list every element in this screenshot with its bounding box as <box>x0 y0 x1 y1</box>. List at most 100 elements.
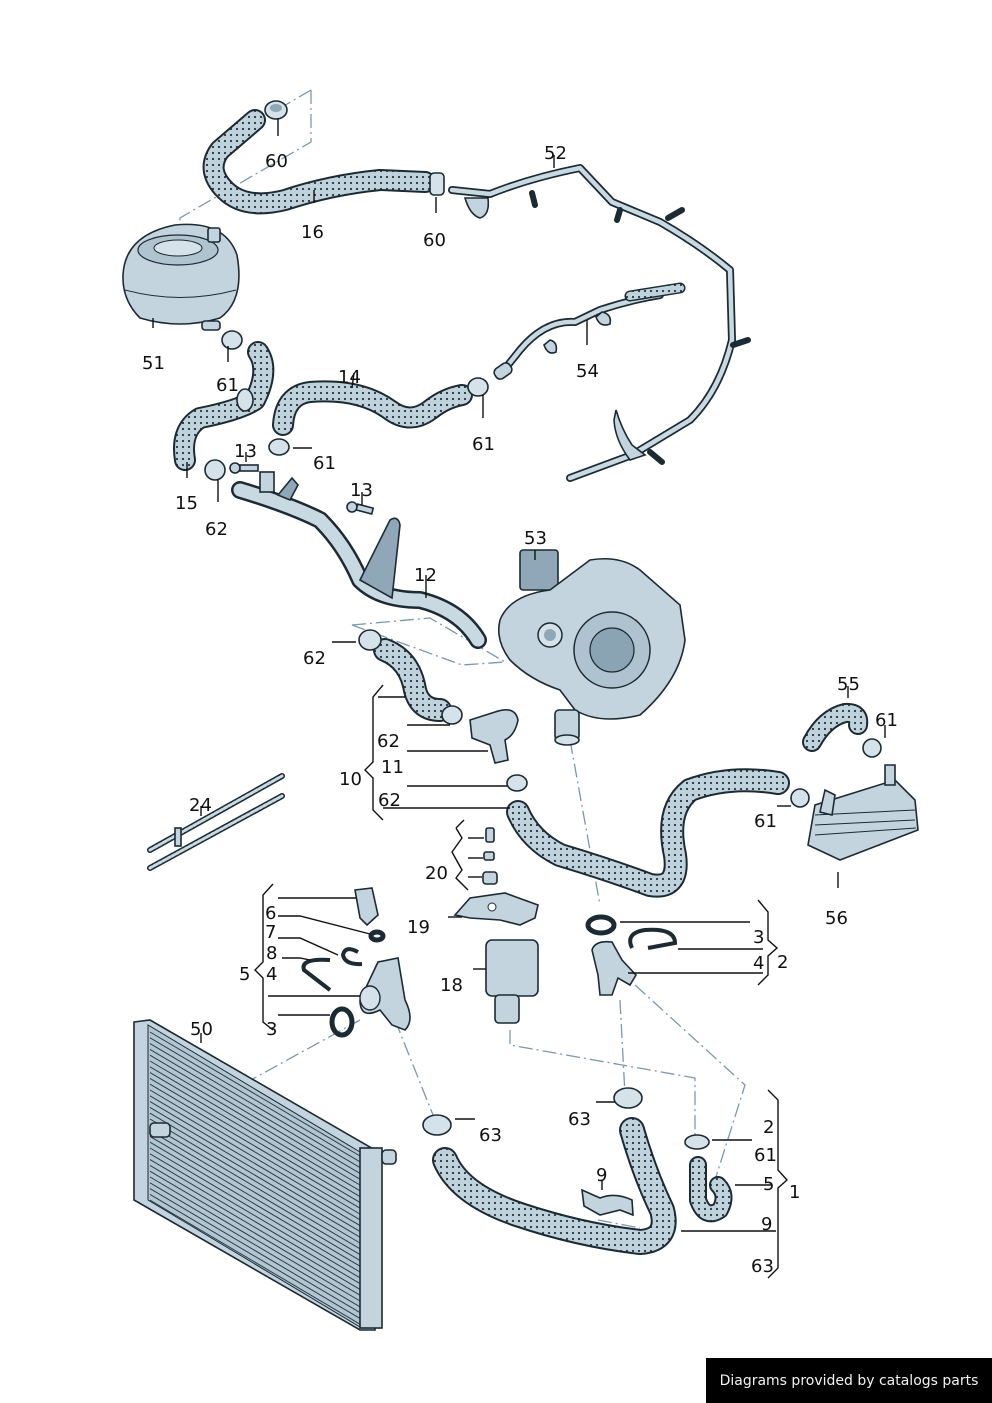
callout-61: 61 <box>313 453 336 474</box>
hose-clamp-61-bottom <box>684 1134 710 1150</box>
callout-61: 61 <box>472 434 495 455</box>
radiator-fin <box>149 1101 361 1227</box>
callout-14: 14 <box>338 367 361 388</box>
radiator-fin <box>149 1060 361 1186</box>
radiator-fin <box>149 1112 361 1238</box>
radiator-fin <box>149 1176 361 1302</box>
coolant-pipe-52 <box>448 164 751 482</box>
callout-63: 63 <box>751 1256 774 1277</box>
hose-clamp-61-hose14-left <box>268 438 290 456</box>
coolant-pipe-12 <box>231 471 487 649</box>
hose-clamp-61-hose14-right <box>467 377 489 397</box>
radiator-fin <box>149 1048 361 1174</box>
radiator-fin <box>149 1095 361 1221</box>
connector-2 <box>591 940 637 996</box>
radiator-fin <box>149 1153 361 1279</box>
connector-5 <box>359 957 411 1031</box>
callout-18: 18 <box>440 975 463 996</box>
callout-52: 52 <box>544 143 567 164</box>
callout-labels: 60 16 60 52 51 61 14 54 61 13 61 15 62 1… <box>142 143 898 1277</box>
radiator-fin <box>149 1066 361 1192</box>
oil-cooler-56 <box>807 764 919 861</box>
callout-6: 6 <box>265 903 276 924</box>
coolant-hose-55 <box>802 702 869 752</box>
callout-53: 53 <box>524 528 547 549</box>
radiator-fin <box>149 1141 361 1267</box>
callout-62: 62 <box>377 731 400 752</box>
radiator-fin <box>149 1031 361 1157</box>
radiator-fins <box>149 1031 361 1325</box>
radiator-fin <box>149 1147 361 1273</box>
coolant-hose-16 <box>202 109 436 215</box>
callout-62: 62 <box>378 790 401 811</box>
callout-12: 12 <box>414 565 437 586</box>
leader-lines <box>152 118 886 1279</box>
callout-54: 54 <box>576 361 599 382</box>
radiator-fin <box>149 1043 361 1169</box>
callout-1: 1 <box>789 1182 800 1203</box>
radiator-fin <box>149 1106 361 1232</box>
radiator-fin <box>149 1083 361 1209</box>
callout-51: 51 <box>142 353 165 374</box>
radiator-fin <box>149 1072 361 1198</box>
auxiliary-water-pump-18 <box>485 939 539 1024</box>
bracket-19 <box>453 892 539 926</box>
pipe-stub-54-end <box>493 362 513 380</box>
callout-61: 61 <box>875 710 898 731</box>
callout-11: 11 <box>381 757 404 778</box>
radiator-fin <box>149 1037 361 1163</box>
radiator-fin <box>149 1164 361 1290</box>
bolt-13-lower <box>346 501 375 516</box>
callout-55: 55 <box>837 674 860 695</box>
radiator-fin <box>149 1193 361 1319</box>
coolant-hose-15 <box>173 341 275 471</box>
coolant-hose-long <box>506 768 790 898</box>
coolant-hose-14 <box>272 380 473 436</box>
callout-13: 13 <box>234 441 257 462</box>
callout-16: 16 <box>301 222 324 243</box>
seal-ring-7 <box>368 929 386 943</box>
callout-7: 7 <box>265 922 276 943</box>
coolant-hose-upper-10 <box>373 638 452 722</box>
callout-62: 62 <box>303 648 326 669</box>
callout-8: 8 <box>266 943 277 964</box>
hose-clamp-61-oilcooler <box>790 788 810 808</box>
callout-9: 9 <box>761 1214 772 1235</box>
callout-61: 61 <box>754 1145 777 1166</box>
callout-56: 56 <box>825 908 848 929</box>
callout-20: 20 <box>425 863 448 884</box>
callout-2: 2 <box>777 952 788 973</box>
callout-60: 60 <box>265 151 288 172</box>
callout-15: 15 <box>175 493 198 514</box>
coolant-pump-housing-53 <box>497 549 686 746</box>
retaining-clip-4-right <box>628 927 678 950</box>
callout-3: 3 <box>753 927 764 948</box>
hose-clamp-63-left <box>422 1114 452 1136</box>
cable-ties-24 <box>147 773 285 871</box>
callout-4: 4 <box>753 953 764 974</box>
callout-10: 10 <box>339 769 362 790</box>
hose-clamp-63-right <box>613 1087 643 1109</box>
assembly-guide-lines <box>159 89 746 1229</box>
hose-clamp-62-upper <box>358 629 382 651</box>
hose-clamp-9 <box>581 1188 634 1217</box>
callout-2: 2 <box>763 1117 774 1138</box>
hose-clamp-62-lower <box>506 774 528 792</box>
radiator-50 <box>133 1019 397 1331</box>
coolant-pipe-54 <box>496 282 686 379</box>
coolant-hose-j-5 <box>689 1156 733 1223</box>
coolant-hose-lower-63 <box>432 1117 677 1255</box>
radiator-fin <box>149 1170 361 1296</box>
callout-5: 5 <box>239 964 250 985</box>
callout-13: 13 <box>350 480 373 501</box>
callout-3: 3 <box>266 1019 277 1040</box>
hose-clamp-61-55 <box>862 738 882 758</box>
callout-19: 19 <box>407 917 430 938</box>
callout-62: 62 <box>205 519 228 540</box>
radiator-fin <box>149 1130 361 1256</box>
callout-61: 61 <box>754 811 777 832</box>
callout-24: 24 <box>189 795 212 816</box>
callout-4: 4 <box>266 964 277 985</box>
expansion-tank-51 <box>122 223 240 331</box>
